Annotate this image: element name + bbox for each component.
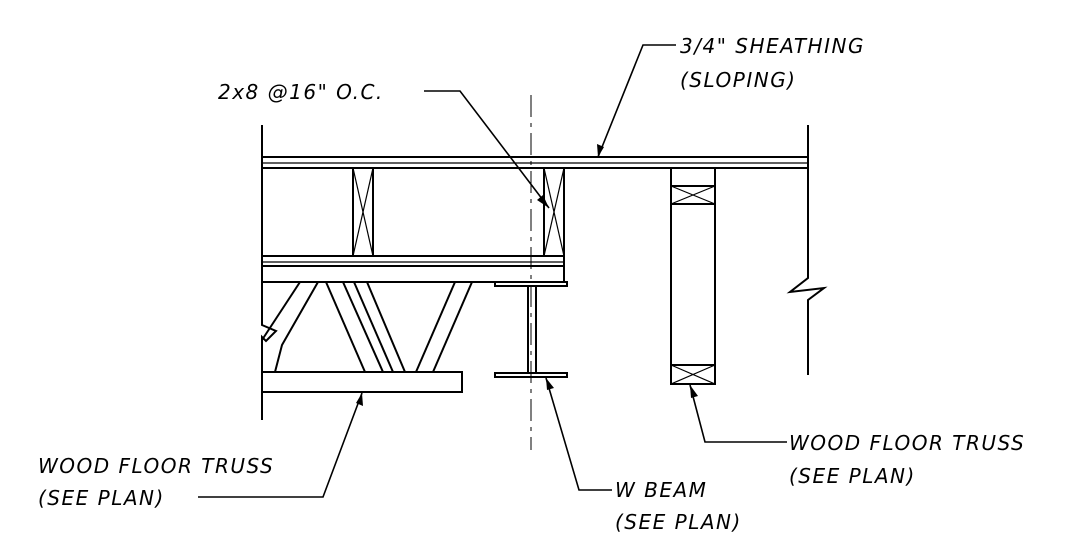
- sheathing-leader: [597, 44, 676, 158]
- truss-webs: [261, 281, 473, 373]
- joist-2x8: [543, 167, 565, 257]
- w-beam: [494, 281, 568, 378]
- truss-right-leader: [689, 384, 787, 443]
- beam-leader: [545, 377, 612, 491]
- sheathing-label-line1: 3/4" SHEATHING: [680, 34, 865, 58]
- truss-top-chord: [262, 255, 565, 283]
- truss-right-label-line2: (SEE PLAN): [789, 464, 916, 488]
- right-break-line: [786, 125, 828, 375]
- blocking-left: [352, 167, 374, 257]
- beam-label-line2: (SEE PLAN): [615, 510, 742, 534]
- joist-leader: [424, 90, 550, 209]
- truss-bottom-chord: [261, 371, 463, 393]
- truss-left-leader: [198, 392, 363, 498]
- truss-left-label-line1: WOOD FLOOR TRUSS: [38, 454, 274, 478]
- sheathing: [262, 156, 808, 169]
- sheathing-label-line2: (SLOPING): [680, 68, 797, 92]
- truss-left-label-line2: (SEE PLAN): [38, 486, 165, 510]
- joist-label: 2x8 @16" O.C.: [218, 80, 384, 104]
- truss-right-label-line1: WOOD FLOOR TRUSS: [789, 431, 1025, 455]
- left-break-line: [261, 125, 278, 420]
- beam-label-line1: W BEAM: [615, 478, 707, 502]
- right-floor-truss: [670, 167, 716, 385]
